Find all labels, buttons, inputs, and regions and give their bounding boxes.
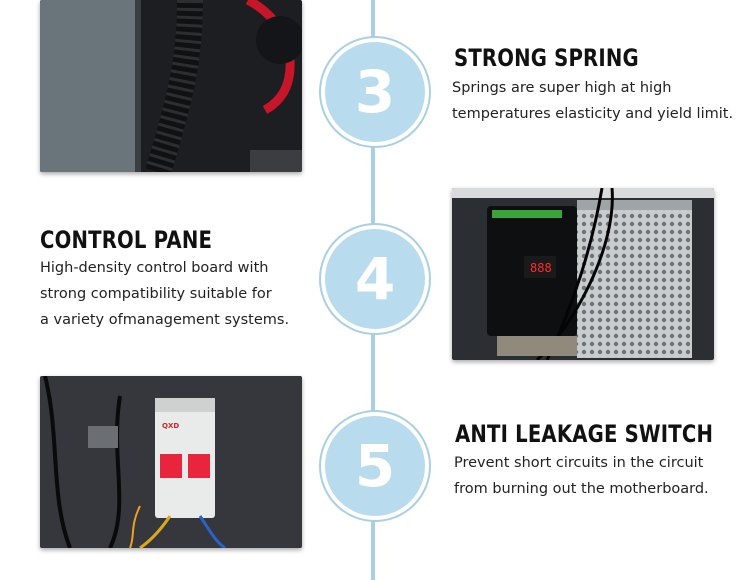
feature-5-line: from burning out the motherboard.	[454, 481, 709, 497]
feature-5-line: Prevent short circuits in the circuit	[454, 455, 704, 471]
step-3-circle: 3	[321, 38, 429, 146]
step-3-number: 3	[354, 58, 396, 126]
control-board-photo: 888	[452, 188, 714, 360]
spring-cable-photo-icon	[40, 0, 302, 172]
feature-5-title: ANTI LEAKAGE SWITCH	[455, 420, 714, 448]
feature-3-line: Springs are super high at high	[452, 80, 672, 96]
feature-4-description: High-density control board with strong c…	[40, 255, 289, 333]
feature-3-line: temperatures elasticity and yield limit.	[452, 106, 734, 122]
feature-4-line: strong compatibility suitable for	[40, 286, 272, 302]
spring-cable-photo	[40, 0, 302, 172]
breaker-label: QXD	[162, 422, 179, 430]
step-5-number: 5	[354, 432, 396, 500]
leakage-switch-photo-icon: QXD	[40, 376, 302, 548]
feature-3-description: Springs are super high at high temperatu…	[452, 75, 733, 127]
feature-4-title: CONTROL PANE	[40, 226, 213, 254]
feature-4-line: High-density control board with	[40, 260, 269, 276]
step-4-number: 4	[354, 245, 396, 313]
control-board-photo-icon: 888	[452, 188, 714, 360]
feature-4-line: a variety ofmanagement systems.	[40, 312, 290, 328]
step-5-circle: 5	[321, 412, 429, 520]
feature-5-description: Prevent short circuits in the circuit fr…	[454, 450, 709, 502]
leakage-switch-photo: QXD	[40, 376, 302, 548]
feature-3-title: STRONG SPRING	[454, 44, 639, 72]
step-4-circle: 4	[321, 225, 429, 333]
svg-text:888: 888	[530, 261, 552, 275]
